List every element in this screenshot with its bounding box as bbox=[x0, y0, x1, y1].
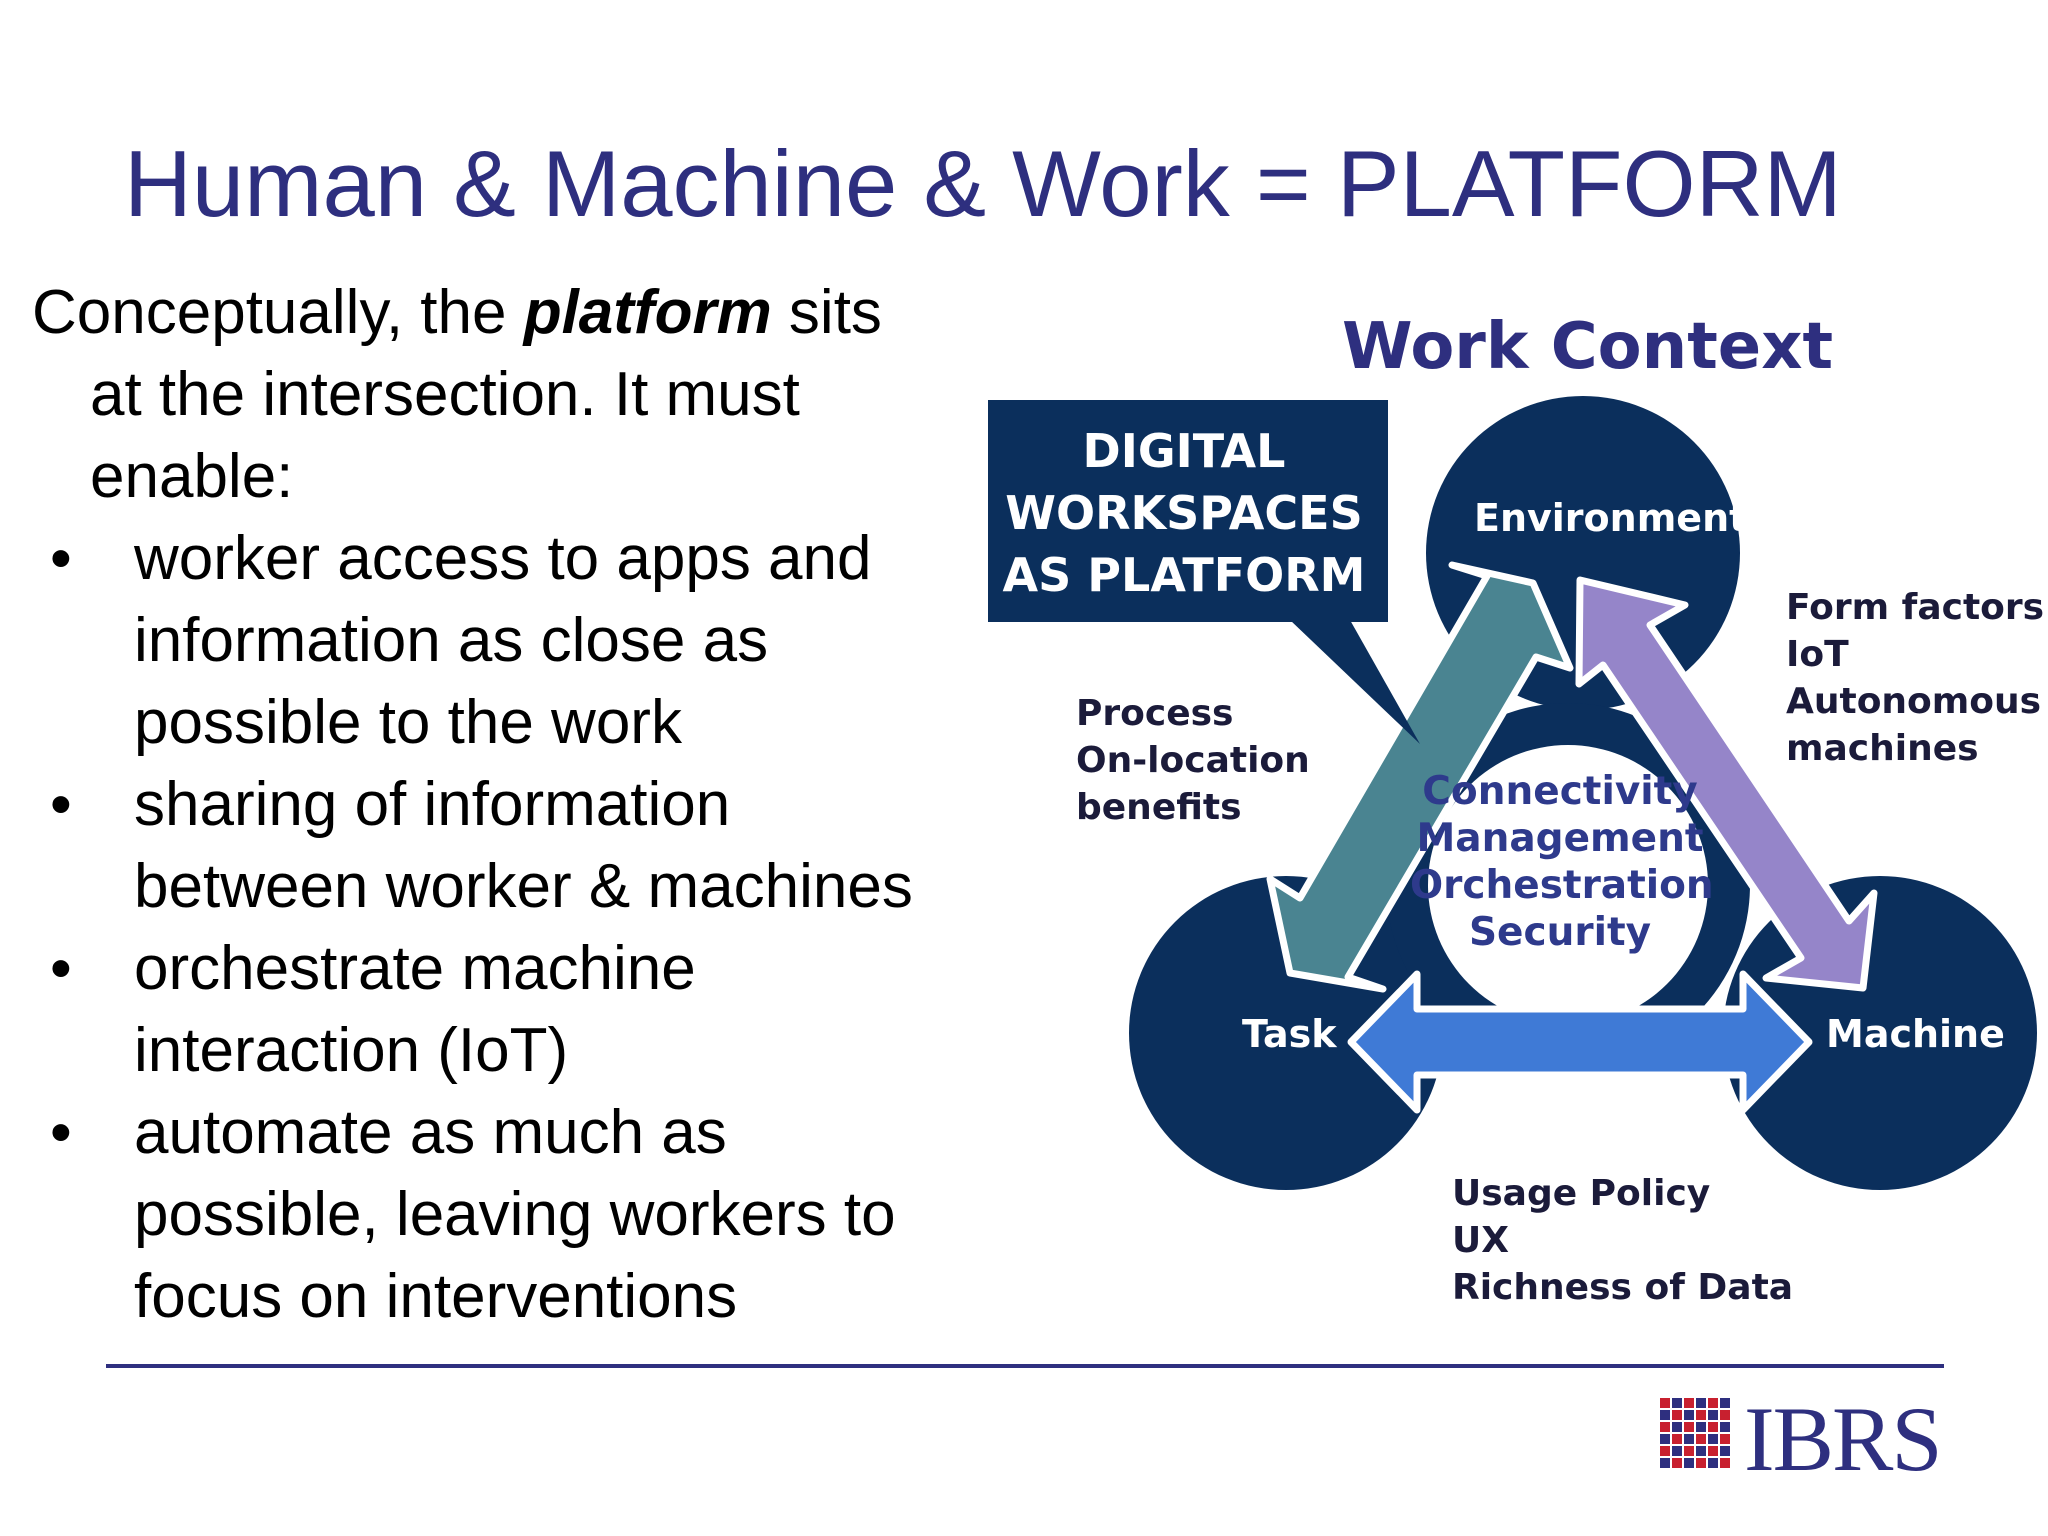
right-list: Form factors IoT Autonomous machines bbox=[1786, 584, 2044, 772]
left-list: Process On-location benefits bbox=[1076, 690, 1310, 831]
logo-grid-cell bbox=[1696, 1410, 1706, 1420]
logo-grid-cell bbox=[1660, 1434, 1670, 1444]
logo-grid-cell bbox=[1672, 1410, 1682, 1420]
logo-grid-cell bbox=[1696, 1458, 1706, 1468]
bottom-list: Usage Policy UX Richness of Data bbox=[1452, 1170, 1793, 1311]
left-list-item: On-location bbox=[1076, 740, 1310, 781]
center-item: Orchestration bbox=[1410, 863, 1714, 908]
logo-grid-cell bbox=[1672, 1446, 1682, 1456]
logo-grid-cell bbox=[1672, 1434, 1682, 1444]
intro-emphasis: platform bbox=[523, 278, 772, 347]
center-item: Management bbox=[1416, 816, 1704, 861]
logo-grid-cell bbox=[1720, 1422, 1730, 1432]
logo-grid-cell bbox=[1660, 1422, 1670, 1432]
bullet-dot: • bbox=[50, 770, 72, 839]
logo-grid-cell bbox=[1708, 1458, 1718, 1468]
logo-grid-cell bbox=[1708, 1398, 1718, 1408]
right-list-item: Autonomous bbox=[1786, 681, 2042, 722]
purple-double-arrow bbox=[1575, 576, 1878, 992]
callout-line: DIGITAL bbox=[1082, 424, 1286, 478]
callout-box bbox=[988, 400, 1388, 622]
bottom-list-item: Usage Policy bbox=[1452, 1173, 1711, 1214]
logo-grid-cell bbox=[1708, 1410, 1718, 1420]
teal-double-arrow bbox=[1266, 561, 1574, 993]
bullet-line: possible, leaving workers to bbox=[134, 1180, 896, 1249]
right-list-item: IoT bbox=[1786, 634, 1849, 675]
callout-line: AS PLATFORM bbox=[1002, 548, 1366, 602]
center-list: Connectivity Management Orchestration Se… bbox=[1410, 768, 1714, 956]
bullet-line: possible to the work bbox=[134, 688, 682, 757]
logo-grid-cell bbox=[1708, 1446, 1718, 1456]
bullet-line: focus on interventions bbox=[134, 1262, 738, 1331]
right-list-item: machines bbox=[1786, 728, 1979, 769]
callout-line: WORKSPACES bbox=[1005, 486, 1363, 540]
logo-grid-cell bbox=[1696, 1446, 1706, 1456]
bullet-item: • automate as much as possible, leaving … bbox=[32, 1092, 1012, 1338]
logo-grid-cell bbox=[1684, 1458, 1694, 1468]
bullet-line: automate as much as bbox=[134, 1098, 727, 1167]
logo-grid-cell bbox=[1696, 1422, 1706, 1432]
logo-grid-cell bbox=[1684, 1434, 1694, 1444]
bullet-line: between worker & machines bbox=[134, 852, 913, 921]
logo-grid-cell bbox=[1660, 1446, 1670, 1456]
body-text: Conceptually, the platform sits at the i… bbox=[32, 272, 1012, 1338]
logo-grid-cell bbox=[1684, 1410, 1694, 1420]
intro-before: Conceptually, the bbox=[32, 278, 524, 347]
logo-grid-cell bbox=[1684, 1398, 1694, 1408]
grid-logo-icon bbox=[1660, 1398, 1730, 1468]
node-label-environment: Environment bbox=[1474, 496, 1748, 540]
diagram-graphics bbox=[988, 396, 2037, 1190]
bullet-line: orchestrate machine bbox=[134, 934, 696, 1003]
work-context-heading: Work Context bbox=[1342, 310, 1834, 384]
logo-grid-cell bbox=[1720, 1410, 1730, 1420]
left-list-item: Process bbox=[1076, 693, 1234, 734]
bullet-item: • orchestrate machine interaction (IoT) bbox=[32, 928, 1012, 1092]
logo-grid-cell bbox=[1672, 1398, 1682, 1408]
intro-after: sits bbox=[771, 278, 882, 347]
logo-grid-cell bbox=[1660, 1458, 1670, 1468]
logo-grid-cell bbox=[1660, 1398, 1670, 1408]
blue-double-arrow bbox=[1347, 970, 1813, 1114]
bottom-list-item: Richness of Data bbox=[1452, 1267, 1794, 1308]
bullet-line: information as close as bbox=[134, 606, 769, 675]
logo-grid-cell bbox=[1708, 1422, 1718, 1432]
logo-text: IBRS bbox=[1744, 1388, 1943, 1490]
logo-grid-cell bbox=[1696, 1398, 1706, 1408]
bullet-item: • worker access to apps and information … bbox=[32, 518, 1012, 764]
logo-grid-cell bbox=[1720, 1434, 1730, 1444]
logo-grid-cell bbox=[1672, 1458, 1682, 1468]
logo-grid-cell bbox=[1696, 1434, 1706, 1444]
intro-line-3: enable: bbox=[90, 442, 294, 511]
slide-title: Human & Machine & Work = PLATFORM bbox=[124, 131, 1842, 236]
bullet-line: worker access to apps and bbox=[134, 524, 872, 593]
footer-divider bbox=[106, 1364, 1944, 1368]
bullet-line: interaction (IoT) bbox=[134, 1016, 569, 1085]
logo-grid-cell bbox=[1684, 1446, 1694, 1456]
right-list-item: Form factors bbox=[1786, 587, 2045, 628]
bullet-dot: • bbox=[50, 1098, 72, 1167]
bottom-list-item: UX bbox=[1452, 1220, 1509, 1261]
node-label-task: Task bbox=[1242, 1012, 1337, 1056]
center-item: Connectivity bbox=[1422, 769, 1698, 814]
logo-grid-cell bbox=[1720, 1458, 1730, 1468]
intro-line-2: at the intersection. It must bbox=[90, 360, 800, 429]
node-label-machine: Machine bbox=[1826, 1012, 2005, 1056]
logo-grid-cell bbox=[1684, 1422, 1694, 1432]
center-circle bbox=[1428, 745, 1708, 1025]
bullet-dot: • bbox=[50, 934, 72, 1003]
work-context-diagram: Work Context DIGITAL WORKSPACES AS PLATF… bbox=[980, 300, 2044, 1340]
callout-pointer bbox=[1290, 620, 1420, 744]
logo-grid-cell bbox=[1720, 1398, 1730, 1408]
bullet-dot: • bbox=[50, 524, 72, 593]
bullet-line: sharing of information bbox=[134, 770, 731, 839]
logo-grid-cell bbox=[1708, 1434, 1718, 1444]
logo-grid-cell bbox=[1672, 1422, 1682, 1432]
logo-grid-cell bbox=[1660, 1410, 1670, 1420]
logo-grid-cell bbox=[1720, 1446, 1730, 1456]
callout-text: DIGITAL WORKSPACES AS PLATFORM bbox=[980, 420, 1388, 606]
bullet-item: • sharing of information between worker … bbox=[32, 764, 1012, 928]
center-item: Security bbox=[1468, 910, 1652, 955]
intro-line-1: Conceptually, the platform sits bbox=[32, 272, 1012, 354]
left-list-item: benefits bbox=[1076, 787, 1242, 828]
